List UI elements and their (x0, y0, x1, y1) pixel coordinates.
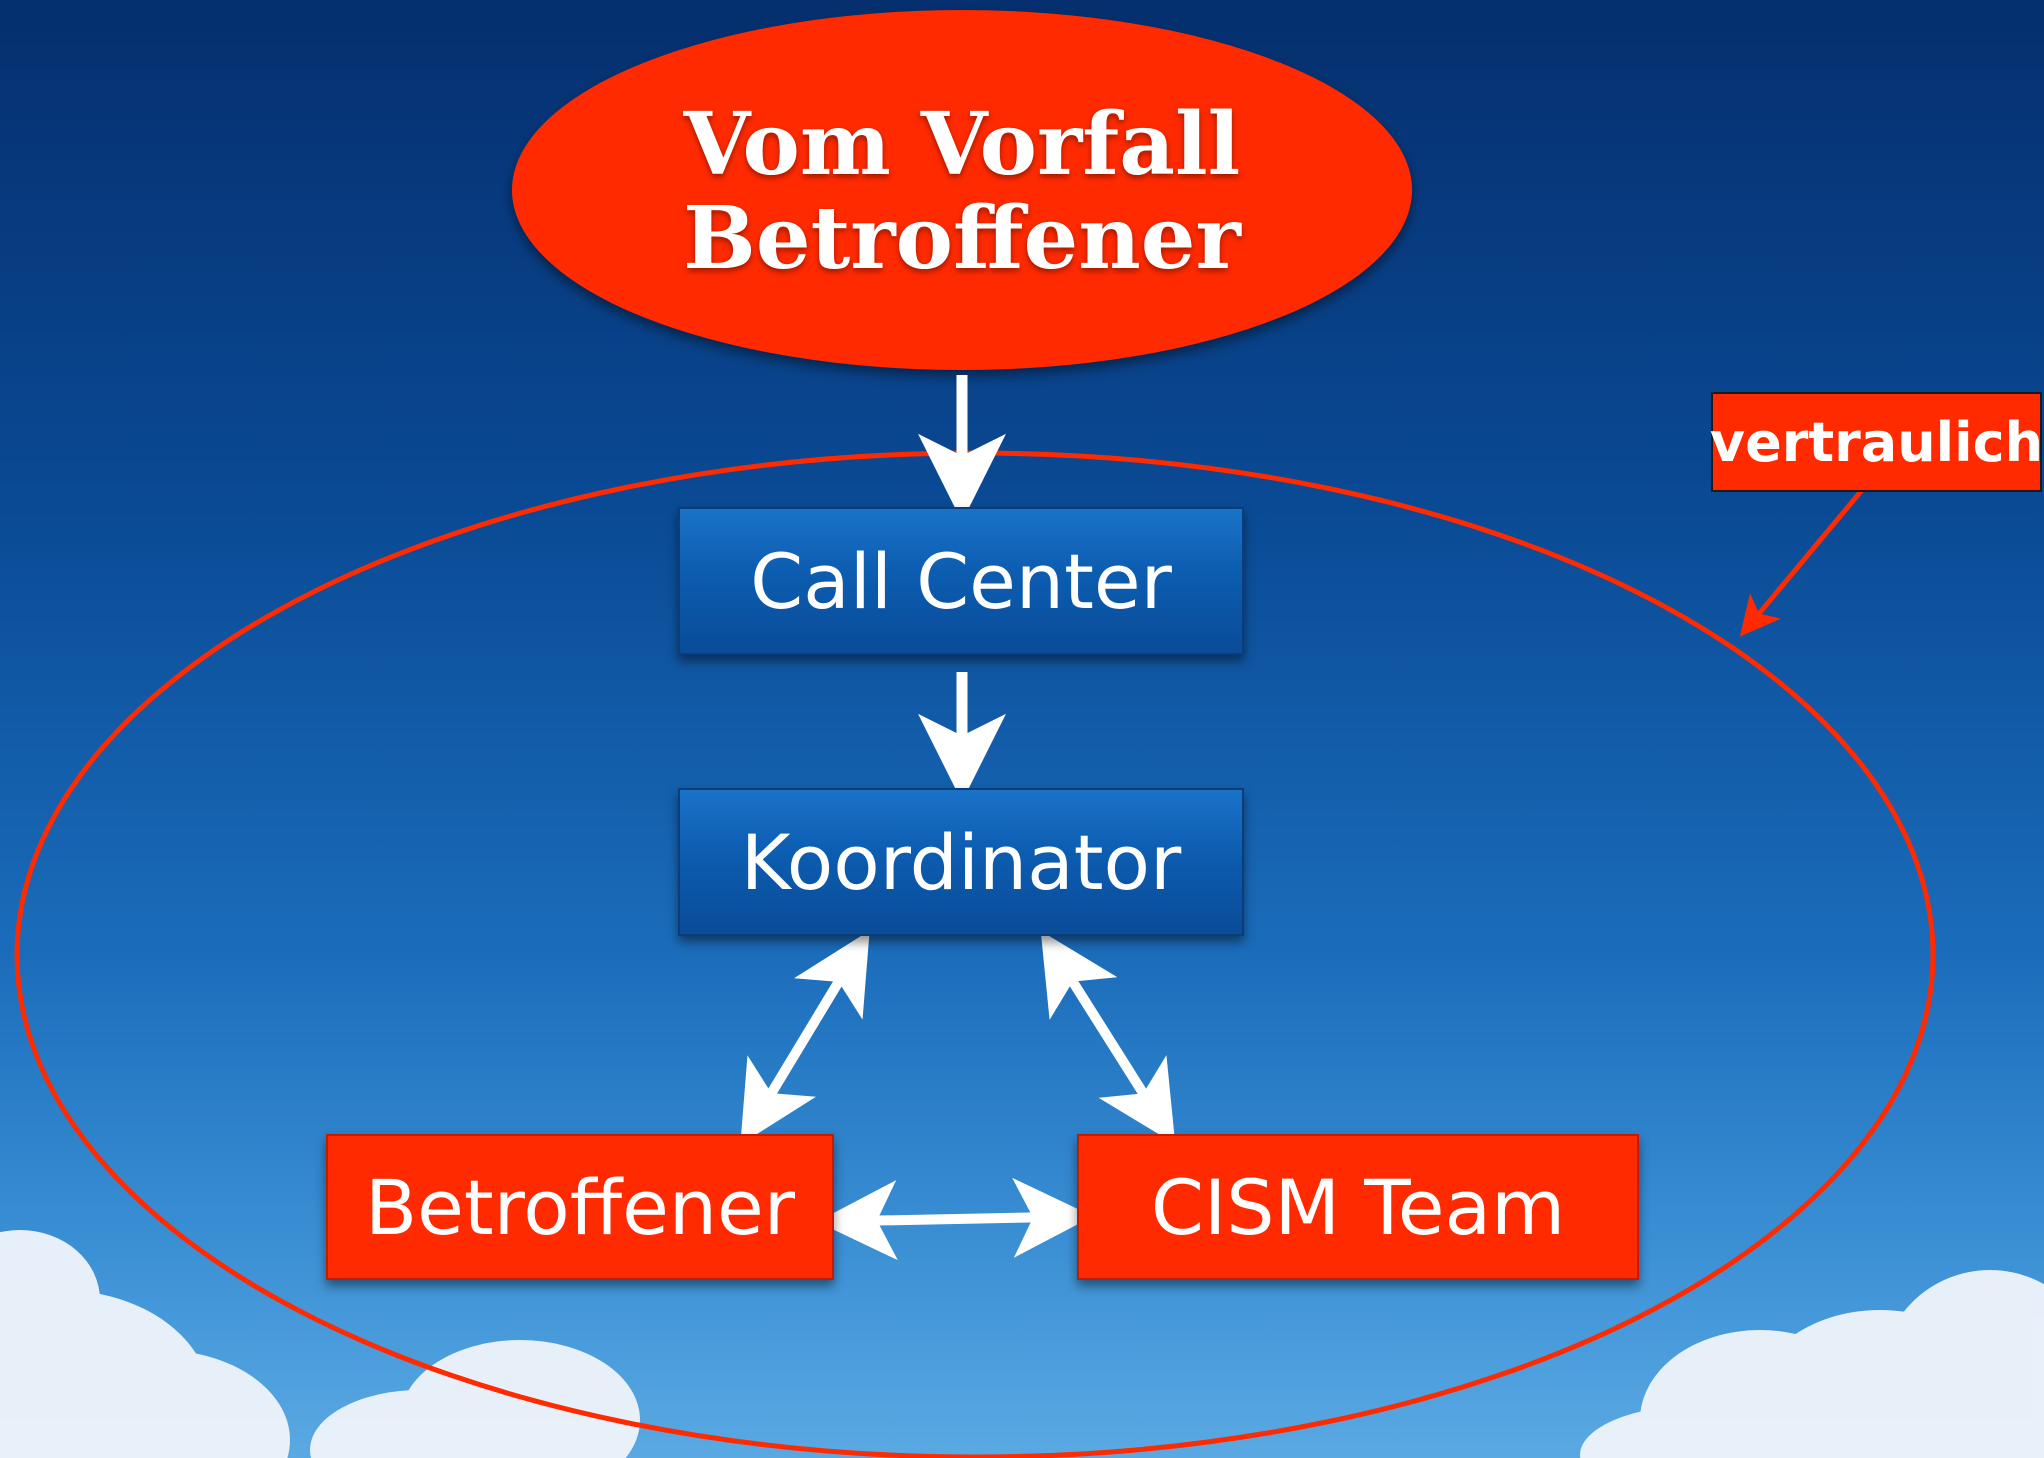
node-call-center: Call Center (678, 507, 1244, 655)
node-betroffener-label: Betroffener (364, 1162, 796, 1252)
arrow-koordinator-betroffener (740, 930, 870, 1145)
confidential-label-text: vertraulich (1709, 410, 2044, 474)
incident-title: Vom Vorfall Betroffener (514, 12, 1410, 372)
incident-title-line-1: Vom Vorfall (683, 94, 1241, 195)
arrow-betroffener-cism (817, 1177, 1093, 1261)
node-cism-team: CISM Team (1077, 1134, 1639, 1280)
arrow-koordinator-cism (1040, 930, 1176, 1145)
node-koordinator: Koordinator (678, 788, 1244, 936)
node-cism-team-label: CISM Team (1150, 1162, 1566, 1252)
incident-ellipse (512, 10, 1412, 370)
node-betroffener: Betroffener (326, 1134, 834, 1280)
node-koordinator-label: Koordinator (740, 817, 1182, 907)
incident-title-line-2: Betroffener (683, 188, 1241, 289)
node-call-center-label: Call Center (750, 536, 1172, 626)
clouds-decoration (0, 1230, 2044, 1458)
confidential-label: vertraulich (1709, 392, 2044, 492)
callout-pointer (1739, 488, 1864, 637)
